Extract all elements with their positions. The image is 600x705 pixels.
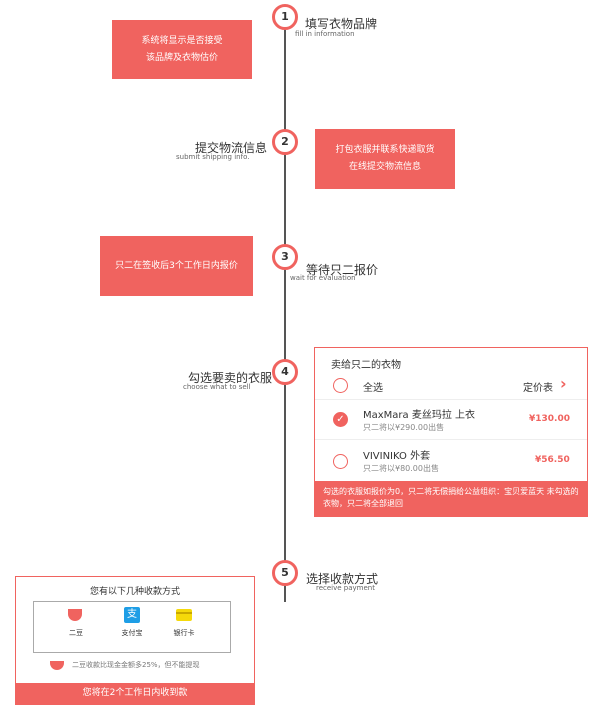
select-all-label[interactable]: 全选 (363, 383, 383, 394)
chevron-right-icon[interactable]: › (560, 374, 567, 393)
step-3-note: 只二在签收后3个工作日内报价 (100, 236, 253, 296)
step-3-title: 等待只二报价 (306, 263, 379, 277)
step-3-subtitle: wait for evaluation (290, 274, 356, 282)
step-3-note-line: 只二在签收后3个工作日内报价 (115, 260, 238, 271)
item-1-checkbox[interactable]: ✓ (333, 412, 348, 427)
step-1-title: 填写衣物品牌 (305, 17, 378, 31)
step-1-note-line: 系统将显示是否接受 (141, 35, 223, 46)
step-5-subtitle: receive payment (316, 584, 375, 592)
step-2-note-line: 打包衣服并联系快递取货 (335, 145, 435, 155)
step-1-note: 系统将显示是否接受 该品牌及衣物估价 (112, 20, 252, 79)
step-2-subtitle: submit shipping info. (176, 153, 250, 161)
step-2-note: 打包衣服并联系快递取货 在线提交物流信息 (315, 129, 455, 189)
item-1-sub: 只二将以¥290.00出售 (363, 423, 445, 432)
payment-method-erdou-label[interactable]: 二豆 (69, 629, 83, 637)
step-1-note-line: 该品牌及衣物估价 (145, 52, 218, 63)
erdou-icon (68, 609, 82, 621)
sell-card-footer: 勾选的衣服如报价为0，只二将无偿捐给公益组织：宝贝爱蓝天 未勾选的衣物，只二将全… (315, 481, 587, 516)
sell-card-header: 卖给只二的衣物 (331, 360, 401, 371)
payment-note: 二豆收款比现金金额多25%，但不能提现 (72, 661, 200, 669)
step-2-note-line: 在线提交物流信息 (348, 162, 421, 172)
item-2-price: ¥56.50 (535, 455, 570, 465)
select-all-radio[interactable] (333, 378, 348, 393)
payment-card-footer: 您将在2个工作日内收到款 (16, 683, 254, 704)
payment-method-bank-label[interactable]: 银行卡 (173, 629, 195, 637)
step-1-circle: 1 (272, 4, 298, 30)
payment-method-erdou[interactable] (64, 609, 86, 621)
erdou-icon (50, 661, 64, 670)
item-2-checkbox[interactable] (333, 454, 348, 469)
bank-card-stripe (176, 612, 192, 614)
step-5-circle: 5 (272, 560, 298, 586)
step-2-circle: 2 (272, 129, 298, 155)
step-5-title: 选择收款方式 (306, 572, 379, 586)
payment-methods-box: 二豆 支 支付宝 银行卡 (33, 601, 231, 653)
payment-methods-card: 您有以下几种收款方式 二豆 支 支付宝 银行卡 二豆收款比现金金额多25%，但不… (15, 576, 255, 705)
divider (315, 439, 587, 440)
step-4-subtitle: choose what to sell (183, 383, 251, 391)
price-list-link[interactable]: 定价表 (523, 383, 553, 394)
alipay-icon[interactable]: 支 (124, 607, 140, 623)
step-3-circle: 3 (272, 244, 298, 270)
payment-method-alipay-label[interactable]: 支付宝 (121, 629, 143, 637)
sell-clothes-card: 卖给只二的衣物 全选 定价表 › ✓ MaxMara 麦丝玛拉 上衣 只二将以¥… (314, 347, 588, 517)
payment-card-header: 您有以下几种收款方式 (89, 587, 180, 597)
item-1-price: ¥130.00 (529, 414, 570, 424)
divider (315, 399, 587, 400)
step-4-circle: 4 (272, 359, 298, 385)
timeline-line (284, 14, 286, 602)
step-4-title: 勾选要卖的衣服 (188, 371, 273, 385)
item-2-name: VIVINIKO 外套 (363, 451, 431, 462)
bank-card-icon[interactable] (176, 609, 192, 621)
step-2-title: 提交物流信息 (195, 141, 268, 155)
item-2-sub: 只二将以¥80.00出售 (363, 464, 439, 473)
step-1-subtitle: fill in information (295, 30, 355, 38)
item-1-name: MaxMara 麦丝玛拉 上衣 (363, 410, 476, 421)
check-icon: ✓ (336, 414, 345, 425)
